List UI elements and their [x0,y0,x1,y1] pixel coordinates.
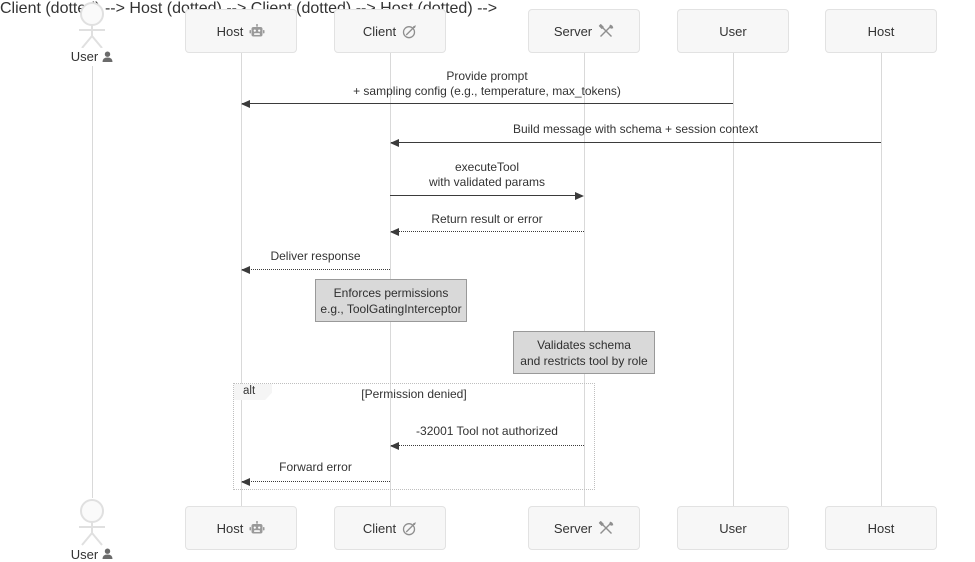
message-return-result-line [391,231,584,232]
participant-server-top: Server [528,9,640,53]
message-build-message-line [391,142,881,143]
participant-label: User [70,546,99,562]
tools-icon [598,23,614,39]
message-provide-prompt-label: Provide prompt + sampling config (e.g., … [353,69,621,98]
arrowhead-left-icon [390,228,399,236]
participant-host-right-top: Host [825,9,937,53]
arrowhead-left-icon [241,100,250,108]
message-tool-not-authorized-line [391,445,584,446]
participant-label: Host [867,520,895,536]
participant-host-bottom: Host [185,506,297,550]
message-execute-tool-label: executeTool with validated params [428,160,546,189]
message-tool-not-authorized-label: -32001 Tool not authorized [416,424,558,438]
robot-icon [249,520,265,536]
participant-label: User [719,520,747,536]
arrowhead-left-icon [390,139,399,147]
user-actor-figure-top [79,2,105,49]
arrowhead-right-icon [575,192,584,200]
user-actor-figure-bottom [79,499,105,546]
note-enforces-permissions: Enforces permissions e.g., ToolGatingInt… [315,279,467,322]
note-validates-schema: Validates schema and restricts tool by r… [513,331,655,374]
alt-fragment: alt [Permission denied] [233,383,595,490]
participant-user-box-bottom: User [677,506,789,550]
participant-label: Server [553,520,593,536]
participant-client-bottom: Client [334,506,446,550]
message-return-result-label: Return result or error [431,212,543,226]
lifeline-host-right [881,53,882,506]
participant-client-top: Client [334,9,446,53]
alt-operator-tab: alt [234,384,272,400]
participant-label: Host [216,23,244,39]
compass-icon [402,24,417,39]
robot-icon [249,23,265,39]
person-icon [102,548,113,560]
participant-label: Client [362,520,397,536]
compass-icon [402,521,417,536]
participant-server-bottom: Server [528,506,640,550]
lifeline-user-box [733,53,734,506]
participant-label: Client [362,23,397,39]
lifeline-user-actor [92,66,93,498]
participant-label: User [719,23,747,39]
message-execute-tool-line [390,195,575,196]
tools-icon [598,520,614,536]
person-icon [102,51,113,63]
arrowhead-left-icon [390,442,399,450]
lifeline-server [584,53,585,506]
message-forward-error-label: Forward error [279,460,352,474]
arrowhead-left-icon [241,266,250,274]
message-provide-prompt-line [242,103,733,104]
message-forward-error-line [242,481,390,482]
arrowhead-left-icon [241,478,250,486]
participant-host-top: Host [185,9,297,53]
participant-user-box-top: User [677,9,789,53]
participant-label: User [70,49,99,64]
message-deliver-response-line [242,269,390,270]
alt-guard: [Permission denied] [361,387,467,401]
participant-user-actor-bottom: User [58,546,126,562]
participant-user-actor-top: User [58,48,126,65]
participant-label: Server [553,23,593,39]
participant-label: Host [867,23,895,39]
participant-host-right-bottom: Host [825,506,937,550]
lifeline-host [241,53,242,506]
message-build-message-label: Build message with schema + session cont… [512,122,759,136]
participant-label: Host [216,520,244,536]
message-deliver-response-label: Deliver response [270,249,361,263]
